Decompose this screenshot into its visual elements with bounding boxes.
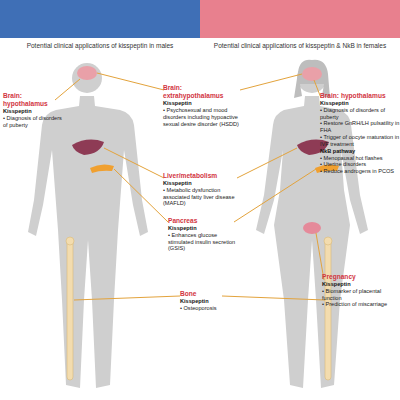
application-bullet: • Osteoporosis <box>180 305 230 312</box>
organ-heading: Brain: hypothalamus <box>3 92 65 108</box>
leader-line <box>240 74 302 90</box>
pathway-label: Kisspeptin <box>163 100 241 107</box>
male-silhouette <box>28 96 148 388</box>
leader-line <box>237 148 297 178</box>
male-head <box>72 63 102 93</box>
male-femur-head <box>66 237 74 245</box>
pathway-label: Kisspeptin <box>168 225 236 232</box>
female-femur-head <box>324 237 332 245</box>
organ-heading: Liver/metabolism <box>163 172 237 180</box>
header-text: Potential clinical applications of kissp… <box>200 38 400 50</box>
leader-line <box>97 73 164 90</box>
male-liver <box>72 140 104 155</box>
organ-heading: Pancreas <box>168 217 236 225</box>
annotation-block: PancreasKisspeptin• Enhances glucose sti… <box>168 217 236 252</box>
annotation-block: Brain: extrahypothalamusKisspeptin• Psyc… <box>163 84 241 127</box>
pathway-label: Kisspeptin <box>320 100 400 107</box>
leader-line <box>74 296 180 300</box>
organ-heading: Brain: extrahypothalamus <box>163 84 241 100</box>
annotation-block: BoneKisspeptin• Osteoporosis <box>180 290 230 312</box>
header-band: Potential clinical applications of kissp… <box>200 0 400 56</box>
annotation-block: Liver/metabolismKisspeptin• Metabolic dy… <box>163 172 237 207</box>
application-bullet: • Biomarker of placental function <box>322 288 398 302</box>
application-bullet: • Psychosexual and mood disorders includ… <box>163 107 241 127</box>
male-brain <box>77 66 97 80</box>
application-bullet: • Prediction of miscarriage <box>322 301 398 308</box>
pathway-label: Kisspeptin <box>180 298 230 305</box>
application-bullet: • Menopausal hot flashes <box>320 155 400 162</box>
pathway-label: Kisspeptin <box>322 281 398 288</box>
pathway-label: Kisspeptin <box>163 180 237 187</box>
organ-heading: Pregnancy <box>322 273 398 281</box>
female-brain <box>302 67 322 81</box>
header-band: Potential clinical applications of kissp… <box>0 0 200 56</box>
leader-line <box>316 233 324 280</box>
uterus <box>303 222 321 234</box>
pathway-label: NkB pathway <box>320 148 400 155</box>
annotation-block: PregnancyKisspeptin• Biomarker of placen… <box>322 273 398 308</box>
female-femur <box>325 240 331 380</box>
annotation-block: Brain: hypothalamusKisspeptin• Diagnosis… <box>3 92 65 129</box>
organ-heading: Bone <box>180 290 230 298</box>
application-bullet: • Uterine disorders <box>320 161 400 168</box>
annotation-block: Brain: hypothalamusKisspeptin• Diagnosis… <box>320 92 400 175</box>
header-text: Potential clinical applications of kissp… <box>0 38 200 50</box>
application-bullet: • Reduce androgens in PCOS <box>320 168 400 175</box>
leader-line <box>114 169 168 222</box>
leader-line <box>104 148 164 178</box>
application-bullet: • Trigger of oocyte maturation in IVF tr… <box>320 134 400 148</box>
application-bullet: • Enhances glucose stimulated insulin se… <box>168 232 236 252</box>
male-pancreas <box>90 164 114 173</box>
leader-line <box>234 169 316 222</box>
leader-line <box>55 79 80 100</box>
organ-heading: Brain: hypothalamus <box>320 92 400 100</box>
leader-line <box>314 80 321 98</box>
application-bullet: • Metabolic dysfunction associated fatty… <box>163 187 237 207</box>
leader-line <box>222 296 325 300</box>
male-femur <box>67 240 73 380</box>
application-bullet: • Diagnosis of disorders of puberty <box>3 115 65 129</box>
application-bullet: • Diagnosis of disorders of puberty <box>320 107 400 121</box>
pathway-label: Kisspeptin <box>3 108 65 115</box>
application-bullet: • Restore GnRH/LH pulsatility in FHA <box>320 120 400 134</box>
